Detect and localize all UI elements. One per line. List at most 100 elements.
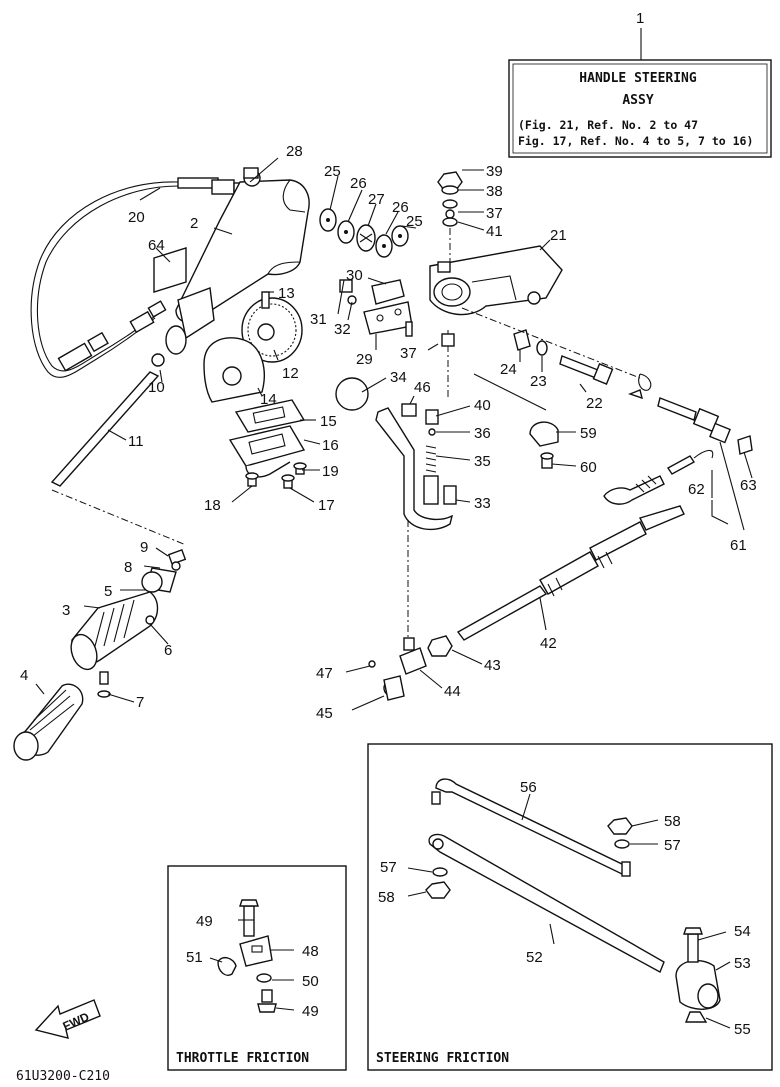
label-pad-64 bbox=[153, 247, 187, 293]
callout: 35 bbox=[474, 453, 491, 470]
callout: 19 bbox=[322, 463, 339, 480]
throttle-friction-inset: THROTTLE FRICTION bbox=[167, 865, 347, 1071]
screws-17-18-19 bbox=[245, 462, 307, 489]
title-note-1: (Fig. 21, Ref. No. 2 to 47 bbox=[518, 118, 698, 132]
callout: 47 bbox=[316, 665, 333, 682]
cover-14 bbox=[203, 337, 265, 403]
callout: 3 bbox=[62, 602, 70, 619]
callout: 44 bbox=[444, 683, 461, 700]
callout: 52 bbox=[526, 949, 543, 966]
callout: 51 bbox=[186, 949, 203, 966]
callout: 4 bbox=[20, 667, 28, 684]
leader-lines bbox=[35, 157, 753, 711]
steering-friction-label: STEERING FRICTION bbox=[376, 1051, 509, 1066]
callout: 26 bbox=[350, 175, 367, 192]
callout: 8 bbox=[124, 559, 132, 576]
callout: 27 bbox=[368, 191, 385, 208]
callout: 49 bbox=[302, 1003, 319, 1020]
callout: 6 bbox=[164, 642, 172, 659]
callout: 10 bbox=[148, 379, 165, 396]
callout: 24 bbox=[500, 361, 517, 378]
title-note-2: Fig. 17, Ref. No. 4 to 5, 7 to 16) bbox=[518, 134, 753, 148]
callout: 57 bbox=[380, 859, 397, 876]
forward-arrow: FWD bbox=[34, 999, 101, 1039]
callout: 29 bbox=[356, 351, 373, 368]
throttle-grip-assembly bbox=[13, 549, 187, 761]
callout: 25 bbox=[406, 213, 423, 230]
callout-1: 1 bbox=[636, 10, 644, 27]
steering-friction-inset: STEERING FRICTION bbox=[367, 743, 773, 1071]
callout: 49 bbox=[196, 913, 213, 930]
callout: 25 bbox=[324, 163, 341, 180]
callout: 37 bbox=[486, 205, 503, 222]
nut-stack-37-41 bbox=[437, 171, 463, 400]
callout: 7 bbox=[136, 694, 144, 711]
callout: 57 bbox=[664, 837, 681, 854]
callout: 58 bbox=[378, 889, 395, 906]
callout: 18 bbox=[204, 497, 221, 514]
callout: 22 bbox=[586, 395, 603, 412]
callout: 54 bbox=[734, 923, 751, 940]
callout: 60 bbox=[580, 459, 597, 476]
callout: 42 bbox=[540, 635, 557, 652]
bolt-22 bbox=[461, 307, 641, 385]
callout: 13 bbox=[278, 285, 295, 302]
callout: 64 bbox=[148, 237, 165, 254]
title-line-2: ASSY bbox=[622, 93, 653, 108]
callout: 5 bbox=[104, 583, 112, 600]
throttle-cable-42 bbox=[456, 505, 685, 641]
callout: 16 bbox=[322, 437, 339, 454]
callout: 62 bbox=[688, 481, 705, 498]
callout: 45 bbox=[316, 705, 333, 722]
steering-holder-21 bbox=[429, 245, 563, 316]
callout: 20 bbox=[128, 209, 145, 226]
callout: 56 bbox=[520, 779, 537, 796]
spring-assembly-33-46 bbox=[401, 403, 457, 505]
callout: 32 bbox=[334, 321, 351, 338]
callout: 23 bbox=[530, 373, 547, 390]
plates-15-16 bbox=[228, 399, 306, 478]
handle-bracket-2 bbox=[165, 167, 310, 355]
callout-numbers: 2 3 4 5 6 7 8 9 10 11 12 13 14 15 16 17 … bbox=[20, 143, 757, 1038]
callout: 31 bbox=[310, 311, 327, 328]
callout: 12 bbox=[282, 365, 299, 382]
callout: 21 bbox=[550, 227, 567, 244]
callout: 37 bbox=[400, 345, 417, 362]
cable-end-61-63 bbox=[603, 373, 753, 505]
callout: 39 bbox=[486, 163, 503, 180]
callout: 26 bbox=[392, 199, 409, 216]
callout: 11 bbox=[128, 433, 144, 450]
callout: 28 bbox=[286, 143, 303, 160]
callout: 63 bbox=[740, 477, 757, 494]
clamp-59 bbox=[473, 373, 559, 469]
callout: 53 bbox=[734, 955, 751, 972]
callout: 36 bbox=[474, 425, 491, 442]
callout: 40 bbox=[474, 397, 491, 414]
callout: 38 bbox=[486, 183, 503, 200]
cable-joint-43-47 bbox=[368, 635, 453, 701]
callout: 34 bbox=[390, 369, 407, 386]
shaft-11 bbox=[50, 353, 187, 546]
callout: 9 bbox=[140, 539, 148, 556]
callout: 17 bbox=[318, 497, 335, 514]
callout: 55 bbox=[734, 1021, 751, 1038]
callout: 50 bbox=[302, 973, 319, 990]
callout: 59 bbox=[580, 425, 597, 442]
callout: 15 bbox=[320, 413, 337, 430]
title-line-1: HANDLE STEERING bbox=[579, 71, 697, 86]
callout: 14 bbox=[260, 391, 277, 408]
callout: 58 bbox=[664, 813, 681, 830]
drawing-code: 61U3200-C210 bbox=[16, 1069, 110, 1084]
callout: 61 bbox=[730, 537, 747, 554]
callout: 43 bbox=[484, 657, 501, 674]
callout: 30 bbox=[346, 267, 363, 284]
throttle-lever-34 bbox=[335, 377, 454, 640]
callout: 33 bbox=[474, 495, 491, 512]
callout: 41 bbox=[486, 223, 503, 240]
title-box: 1 HANDLE STEERING ASSY (Fig. 21, Ref. No… bbox=[508, 10, 772, 158]
throttle-friction-label: THROTTLE FRICTION bbox=[176, 1051, 309, 1066]
callout: 48 bbox=[302, 943, 319, 960]
callout: 46 bbox=[414, 379, 431, 396]
callout: 2 bbox=[190, 215, 198, 232]
